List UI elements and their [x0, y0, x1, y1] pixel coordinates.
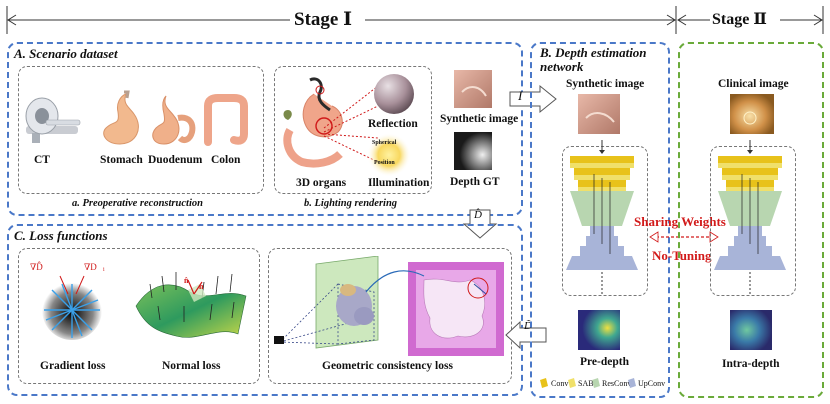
- intra-depth-map: [730, 310, 772, 350]
- pre-depth-label: Pre-depth: [580, 356, 629, 368]
- normal-n-label: n: [199, 282, 204, 291]
- normal-loss-label: Normal loss: [162, 360, 221, 372]
- legend-resconv-swatch: [592, 378, 600, 388]
- preop-reconstruction-box: [18, 66, 264, 194]
- legend-upconv: UpConv: [638, 379, 666, 388]
- geometric-consistency-diagram: [274, 256, 504, 356]
- grad-subscript: i: [103, 267, 105, 273]
- spherical-label: Spherical: [372, 140, 397, 146]
- encoder-decoder-right: [714, 140, 786, 296]
- dtilde-arrow-label: D̃: [524, 320, 532, 332]
- intra-depth-label: Intra-depth: [722, 358, 780, 370]
- geometric-loss-label: Geometric consistency loss: [322, 360, 453, 372]
- depth-network-panel: [530, 42, 670, 398]
- colon-label: Colon: [211, 154, 241, 166]
- pre-depth-map: [578, 310, 620, 350]
- network-architecture-box: [562, 146, 648, 296]
- dtilde-arrow: [505, 320, 547, 350]
- network-synthetic-label: Synthetic image: [566, 78, 645, 90]
- network-synthetic-thumb: [578, 94, 620, 134]
- ct-label: CT: [34, 154, 50, 166]
- input-arrow-label: I: [518, 88, 523, 103]
- stomach-label: Stomach: [100, 154, 143, 166]
- normal-loss-diagram: [135, 272, 247, 338]
- scenario-dataset-panel: [7, 42, 523, 216]
- gradient-normal-box: [18, 248, 260, 384]
- duodenum-icon: [152, 95, 196, 145]
- normal-hat-label: n̂: [184, 276, 189, 285]
- legend-resconv: ResConv: [602, 379, 632, 388]
- colon-icon: [204, 94, 248, 146]
- stage-header-arrows: [6, 6, 824, 34]
- loss-functions-panel: [7, 224, 523, 396]
- gradient-loss-label: Gradient loss: [40, 360, 106, 372]
- synthetic-image-label: Synthetic image: [440, 113, 519, 125]
- gradient-loss-diagram: [42, 275, 102, 340]
- depth-gt-label: Depth GT: [450, 176, 500, 188]
- grad-label: ∇D: [84, 262, 97, 272]
- illumination-icon: [367, 133, 411, 177]
- clinical-image-thumb: [730, 94, 774, 134]
- legend-conv: Conv: [551, 379, 569, 388]
- loss-functions-title: C. Loss functions: [14, 228, 108, 243]
- legend-sab-swatch: [568, 378, 576, 388]
- stage-2-panel: [678, 42, 824, 398]
- no-tuning-text: No-Tuning: [652, 248, 712, 263]
- legend-upconv-swatch: [628, 378, 636, 388]
- depth-network-title: B. Depth estimation network: [540, 45, 647, 74]
- clinical-image-label: Clinical image: [718, 78, 789, 90]
- stage-2-label: Stage Ⅱ: [712, 11, 767, 28]
- synthetic-image-thumb: [454, 70, 492, 108]
- illumination-label: Illumination: [368, 177, 430, 189]
- geometric-consistency-box: [268, 248, 512, 384]
- ct-scanner-icon: [25, 97, 81, 143]
- stage2-architecture-box: [710, 146, 796, 296]
- preop-caption: a. Preoperative reconstruction: [72, 198, 203, 209]
- position-label: Position: [374, 160, 395, 166]
- stage-1-label: Stage Ⅰ: [294, 9, 352, 30]
- legend-sab: SAB: [578, 379, 594, 388]
- grad-hat-label: ∇D̂: [30, 262, 43, 272]
- input-arrow: [509, 84, 557, 114]
- reflection-sphere-icon: [374, 74, 414, 114]
- legend-conv-swatch: [540, 378, 548, 388]
- reflection-label: Reflection: [368, 118, 418, 130]
- depth-gt-thumb: [454, 132, 492, 170]
- stomach-icon: [103, 90, 139, 145]
- lighting-caption: b. Lighting rendering: [304, 198, 398, 209]
- scenario-dataset-title: A. Scenario dataset: [14, 46, 118, 61]
- encoder-decoder-left: [566, 140, 638, 296]
- lighting-rendering-box: [274, 66, 432, 194]
- 3d-organs-label: 3D organs: [296, 177, 347, 189]
- dhat-arrow-label: D̂: [474, 209, 482, 221]
- duodenum-label: Duodenum: [148, 154, 203, 166]
